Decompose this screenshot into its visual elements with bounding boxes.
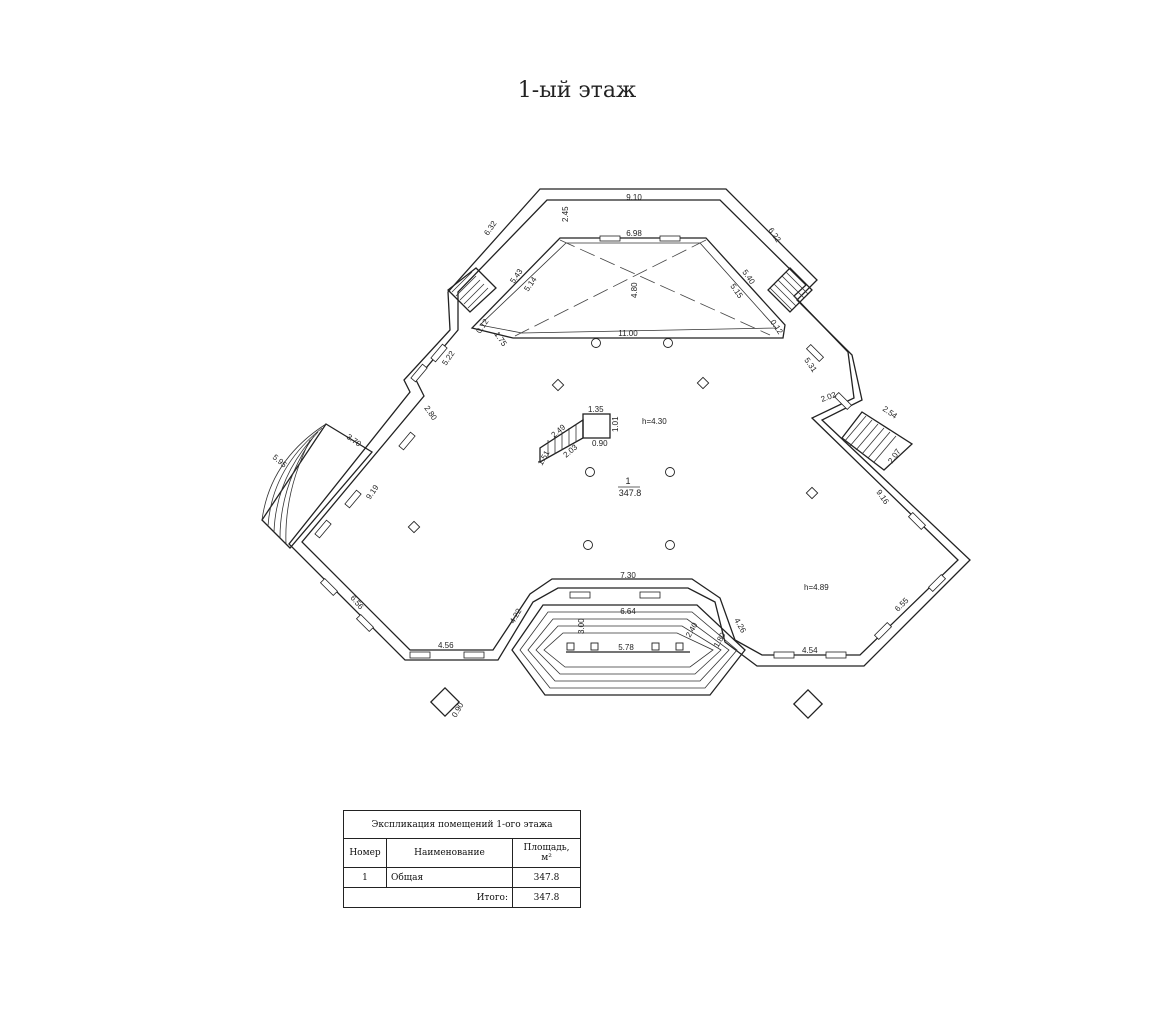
dim-left-porch-a: 3.70 — [345, 432, 363, 449]
stage-diagonal-2 — [514, 239, 707, 337]
dim-top-depth: 2.45 — [561, 206, 570, 222]
explication-table: Экспликация помещений 1-ого этажа Номер … — [343, 810, 581, 908]
dim-stair-e: 2.03 — [562, 442, 580, 459]
table-row: 1 Общая 347.8 — [343, 867, 581, 888]
dim-left-upper-b: 5.14 — [522, 275, 539, 293]
dim-left-wall-2: 2.80 — [422, 404, 439, 422]
dim-bottom-center-inner: 6.64 — [620, 607, 636, 616]
dim-right-wall-2: 2.02 — [820, 390, 838, 404]
dim-top-left-side: 6.32 — [482, 219, 499, 237]
header-number: Номер — [343, 838, 387, 868]
dim-bottom-depth: 3.00 — [577, 618, 586, 634]
dim-bottom-steps: 5.78 — [618, 643, 634, 652]
height-lower: h=4.89 — [804, 583, 829, 592]
dim-bottom-right-diag-c: 4.26 — [732, 617, 748, 635]
columns — [407, 338, 819, 651]
left-porch — [261, 423, 373, 549]
dim-right-porch-b: 2.07 — [886, 447, 903, 465]
right-porch — [841, 411, 914, 471]
stage-diagonal-1 — [559, 239, 771, 336]
column — [585, 467, 595, 477]
dim-right-upper-c: 0.12 — [768, 318, 785, 336]
dim-stair-b: 1.01 — [611, 416, 620, 432]
dimension-labels: 9.10 6.32 6.22 2.45 6.98 4.80 11.00 5.43… — [271, 193, 911, 719]
row-area: 347.8 — [512, 867, 581, 888]
room-area: 347.8 — [619, 488, 642, 498]
column — [583, 540, 593, 550]
dim-bottom-right-wall: 4.54 — [802, 646, 818, 655]
interior-stair — [539, 413, 611, 464]
dim-stair-f: 1.51 — [536, 449, 552, 467]
dim-stair-d: 2.49 — [550, 422, 568, 439]
column — [665, 467, 675, 477]
outer-wall — [288, 188, 971, 667]
dim-bottom-center-outer: 7.30 — [620, 571, 636, 580]
dim-stage-depth: 4.80 — [630, 282, 639, 298]
row-number: 1 — [343, 867, 387, 888]
dim-right-wall-3: 9.16 — [874, 488, 891, 506]
pillar-left — [429, 686, 461, 718]
dim-bottom-left-side: 6.56 — [348, 594, 365, 612]
page-title: 1-ый этаж — [517, 78, 637, 103]
height-upper: h=4.30 — [642, 417, 667, 426]
bottom-entrance-steps — [511, 604, 746, 696]
dim-stage-bottom: 11.00 — [618, 329, 638, 338]
dim-top-right-side: 6.22 — [766, 226, 783, 244]
dim-top-outer: 9.10 — [626, 193, 642, 202]
dim-bottom-left-wall: 4.56 — [438, 641, 454, 650]
column — [663, 338, 673, 348]
windows — [314, 235, 947, 659]
dim-stair-a: 1.35 — [588, 405, 604, 414]
header-name: Наименование — [386, 838, 513, 868]
dim-bottom-right-side: 6.55 — [893, 596, 911, 614]
dim-bottom-right-diag-a: 2.40 — [684, 621, 700, 639]
dim-right-upper-b: 5.15 — [728, 282, 745, 300]
dim-right-upper-a: 5.40 — [740, 268, 757, 286]
dim-stage-top: 6.98 — [626, 229, 642, 238]
pillar-right — [792, 688, 824, 720]
left-upper-stair — [447, 267, 497, 313]
dim-left-wall-3: 9.19 — [364, 483, 381, 501]
dim-left-upper-d: 1.75 — [492, 330, 509, 348]
total-row: Итого: 347.8 — [343, 887, 581, 908]
dim-stair-c: 0.90 — [592, 439, 608, 448]
header-area: Площадь, м² — [512, 838, 581, 868]
dim-right-porch-a: 2.54 — [881, 404, 899, 421]
dim-pillar-size: 0.90 — [450, 701, 466, 719]
column — [665, 540, 675, 550]
right-upper-stair — [767, 267, 813, 313]
upper-stage — [470, 237, 786, 339]
room-number: 1 — [625, 476, 630, 486]
total-label: Итого: — [343, 887, 513, 908]
total-value: 347.8 — [512, 887, 581, 908]
row-name: Общая — [386, 867, 513, 888]
explication-title: Экспликация помещений 1-ого этажа — [343, 810, 581, 839]
column — [591, 338, 601, 348]
